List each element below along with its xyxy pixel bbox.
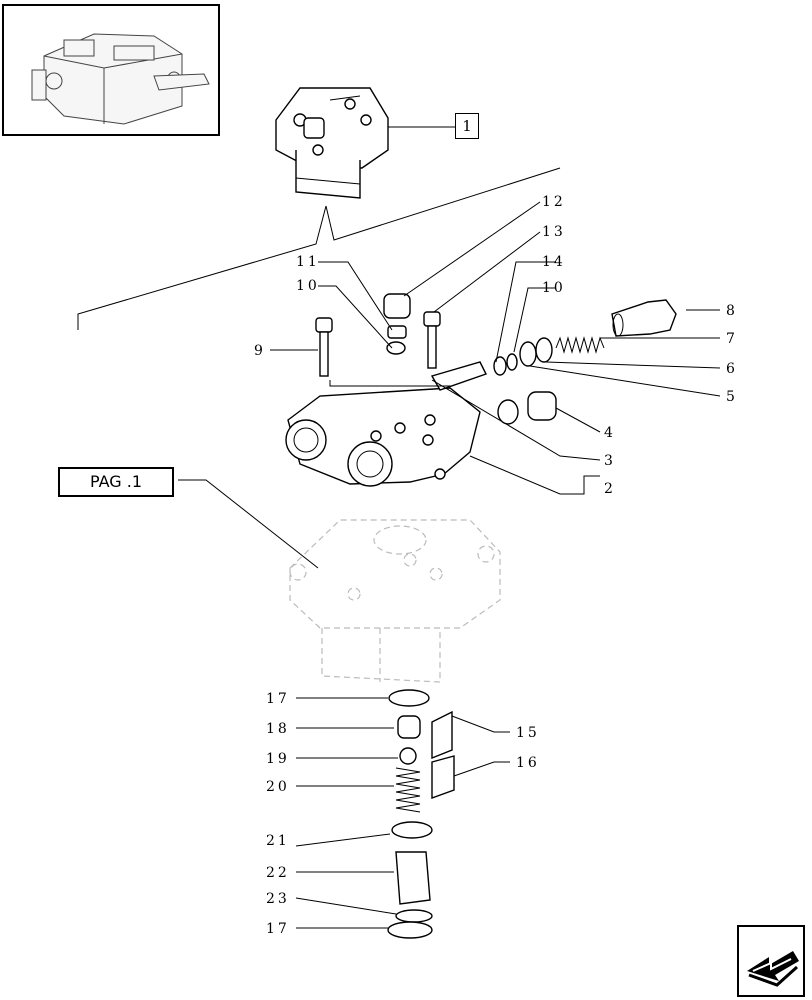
page-reference-link[interactable]: PAG .1: [58, 467, 174, 497]
valve-assembly-drawing: [275, 87, 389, 199]
part-label-21: 21: [266, 833, 290, 849]
part-label-16: 16: [516, 755, 540, 771]
lower-small-parts: [387, 689, 455, 939]
assembly-callout[interactable]: 1: [455, 113, 479, 139]
part-label-4: 4: [604, 425, 616, 441]
part-label-20: 20: [266, 779, 290, 795]
valve-body-drawing: [285, 387, 481, 487]
part-label-23: 23: [266, 891, 290, 907]
part-label-9: 9: [254, 343, 266, 359]
part-label-5: 5: [726, 389, 738, 405]
part-label-19: 19: [266, 751, 290, 767]
part-label-8: 8: [726, 303, 738, 319]
part-label-11: 11: [296, 254, 320, 270]
back-arrow-icon: [747, 951, 799, 987]
part-label-22: 22: [266, 865, 290, 881]
part-label-12: 12: [542, 194, 566, 210]
part-label-6: 6: [726, 361, 738, 377]
upper-small-parts: [315, 293, 677, 425]
part-label-18: 18: [266, 721, 290, 737]
part-label-17: 17: [266, 921, 290, 937]
part-label-3: 3: [604, 453, 616, 469]
part-label-10: 10: [296, 278, 320, 294]
part-label-13: 13: [542, 224, 566, 240]
reference-housing-ghost: [289, 519, 501, 683]
part-label-10: 10: [542, 280, 566, 296]
part-labels: 12 13 14 10 11 10 9 8 7 6 5 4 3 2 17 18 …: [254, 194, 738, 937]
back-nav-button[interactable]: [737, 925, 805, 997]
assembly-thumbnail-icon: [31, 33, 210, 125]
part-label-14: 14: [542, 254, 566, 270]
assembly-thumbnail[interactable]: [2, 4, 220, 136]
part-label-15: 15: [516, 725, 540, 741]
part-label-7: 7: [726, 331, 738, 347]
part-label-17: 17: [266, 691, 290, 707]
part-label-2: 2: [604, 481, 616, 497]
leader-lines: [178, 201, 721, 929]
